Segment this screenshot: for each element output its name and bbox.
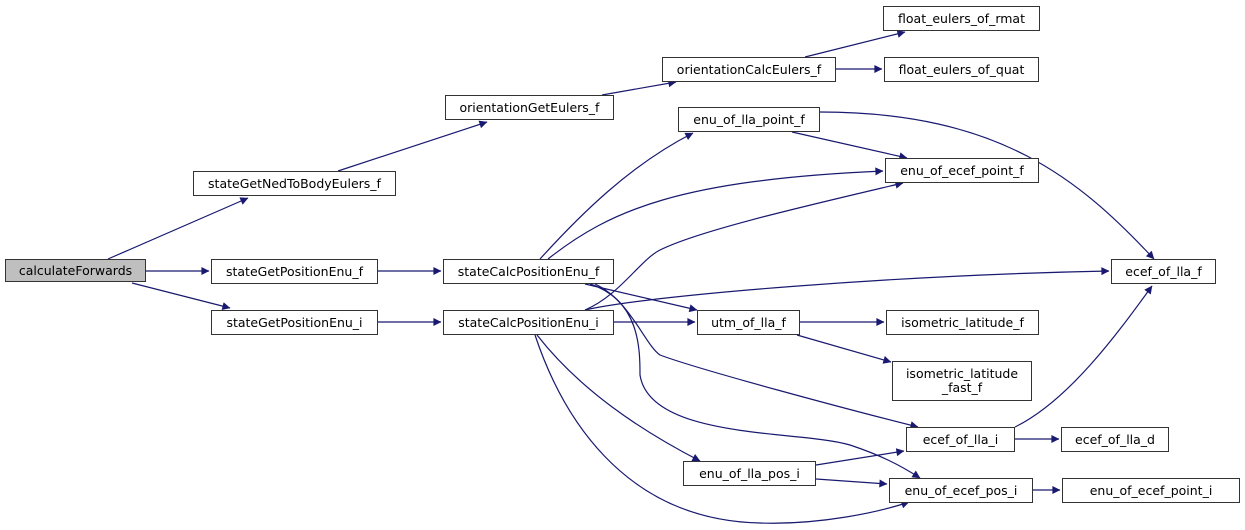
node-stateGetPositionEnu_i[interactable]: stateGetPositionEnu_i [211, 310, 378, 335]
edge-enu_of_lla_point_f-to-ecef_of_lla_f [819, 111, 1155, 260]
node-enu_of_lla_point_f[interactable]: enu_of_lla_point_f [678, 107, 820, 132]
edge-calculateForwards-to-stateGetPositionEnu_i [131, 282, 231, 310]
node-enu_of_lla_pos_i[interactable]: enu_of_lla_pos_i [683, 461, 816, 486]
node-stateGetNedToBodyEulers_f[interactable]: stateGetNedToBodyEulers_f [193, 171, 396, 196]
node-label: float_eulers_of_quat [898, 61, 1025, 77]
node-stateCalcPositionEnu_f[interactable]: stateCalcPositionEnu_f [443, 259, 614, 284]
node-calculateForwards: calculateForwards [5, 259, 146, 282]
node-enu_of_ecef_point_i[interactable]: enu_of_ecef_point_i [1062, 478, 1240, 503]
node-label: enu_of_lla_point_f [693, 111, 805, 127]
node-orientationGetEulers_f[interactable]: orientationGetEulers_f [445, 95, 614, 120]
edge-stateCalcPositionEnu_i-to-enu_of_ecef_pos_i [534, 334, 910, 524]
edge-orientationCalcEulers_f-to-float_eulers_of_rmat [804, 29, 906, 58]
node-isometric_latitude_fast_f[interactable]: isometric_latitude _fast_f [892, 361, 1032, 401]
node-label: stateCalcPositionEnu_i [458, 314, 599, 330]
edge-enu_of_lla_point_f-to-enu_of_ecef_point_f [791, 131, 908, 161]
node-label: isometric_latitude _fast_f [905, 366, 1019, 395]
node-label: stateGetPositionEnu_f [225, 263, 363, 279]
edge-calculateForwards-to-stateGetNedToBodyEulers_f [107, 197, 249, 260]
node-label: ecef_of_lla_f [1125, 263, 1202, 279]
node-label: ecef_of_lla_i [922, 431, 999, 447]
node-label: utm_of_lla_f [711, 314, 786, 330]
edge-stateCalcPositionEnu_f-to-enu_of_lla_point_f [539, 132, 694, 260]
edge-ecef_of_lla_i-to-ecef_of_lla_f [1014, 285, 1153, 428]
edge-utm_of_lla_f-to-isometric_latitude_fast_f [796, 334, 892, 364]
node-float_eulers_of_rmat[interactable]: float_eulers_of_rmat [883, 6, 1040, 31]
edge-enu_of_lla_pos_i-to-ecef_of_lla_i [815, 448, 905, 466]
node-enu_of_ecef_point_f[interactable]: enu_of_ecef_point_f [885, 158, 1039, 183]
edge-stateCalcPositionEnu_f-to-enu_of_ecef_point_f [547, 167, 884, 260]
edge-stateGetNedToBodyEulers_f-to-orientationGetEulers_f [337, 120, 488, 172]
node-label: calculateForwards [18, 262, 133, 278]
node-utm_of_lla_f[interactable]: utm_of_lla_f [697, 310, 800, 335]
node-label: enu_of_ecef_point_i [1089, 482, 1213, 498]
node-label: stateGetPositionEnu_i [226, 314, 363, 330]
node-label: stateCalcPositionEnu_f [457, 263, 600, 279]
node-label: enu_of_lla_pos_i [699, 465, 800, 481]
node-label: orientationCalcEulers_f [676, 61, 822, 77]
node-label: ecef_of_lla_d [1075, 431, 1155, 447]
node-label: enu_of_ecef_pos_i [904, 482, 1018, 498]
node-ecef_of_lla_i[interactable]: ecef_of_lla_i [906, 427, 1015, 452]
node-orientationCalcEulers_f[interactable]: orientationCalcEulers_f [662, 57, 836, 82]
node-label: isometric_latitude_f [901, 314, 1024, 330]
edge-stateCalcPositionEnu_i-to-ecef_of_lla_f [584, 267, 1110, 311]
edge-stateCalcPositionEnu_i-to-enu_of_lla_pos_i [536, 334, 701, 462]
edge-stateCalcPositionEnu_i-to-enu_of_ecef_point_f [584, 180, 904, 311]
node-stateCalcPositionEnu_i[interactable]: stateCalcPositionEnu_i [443, 310, 614, 335]
node-float_eulers_of_quat[interactable]: float_eulers_of_quat [884, 57, 1039, 82]
node-stateGetPositionEnu_f[interactable]: stateGetPositionEnu_f [211, 259, 378, 284]
node-label: stateGetNedToBodyEulers_f [208, 175, 381, 191]
node-ecef_of_lla_d[interactable]: ecef_of_lla_d [1061, 427, 1169, 452]
edge-stateCalcPositionEnu_f-to-enu_of_ecef_pos_i [589, 283, 921, 479]
node-isometric_latitude_f[interactable]: isometric_latitude_f [886, 310, 1039, 335]
node-enu_of_ecef_pos_i[interactable]: enu_of_ecef_pos_i [889, 478, 1033, 503]
edge-enu_of_lla_pos_i-to-enu_of_ecef_pos_i [815, 478, 888, 488]
node-label: orientationGetEulers_f [459, 99, 600, 115]
node-ecef_of_lla_f[interactable]: ecef_of_lla_f [1111, 259, 1216, 284]
node-label: float_eulers_of_rmat [898, 10, 1025, 26]
edge-stateCalcPositionEnu_f-to-ecef_of_lla_i [594, 283, 919, 430]
edge-orientationGetEulers_f-to-orientationCalcEulers_f [601, 79, 677, 96]
node-label: enu_of_ecef_point_f [900, 162, 1024, 178]
